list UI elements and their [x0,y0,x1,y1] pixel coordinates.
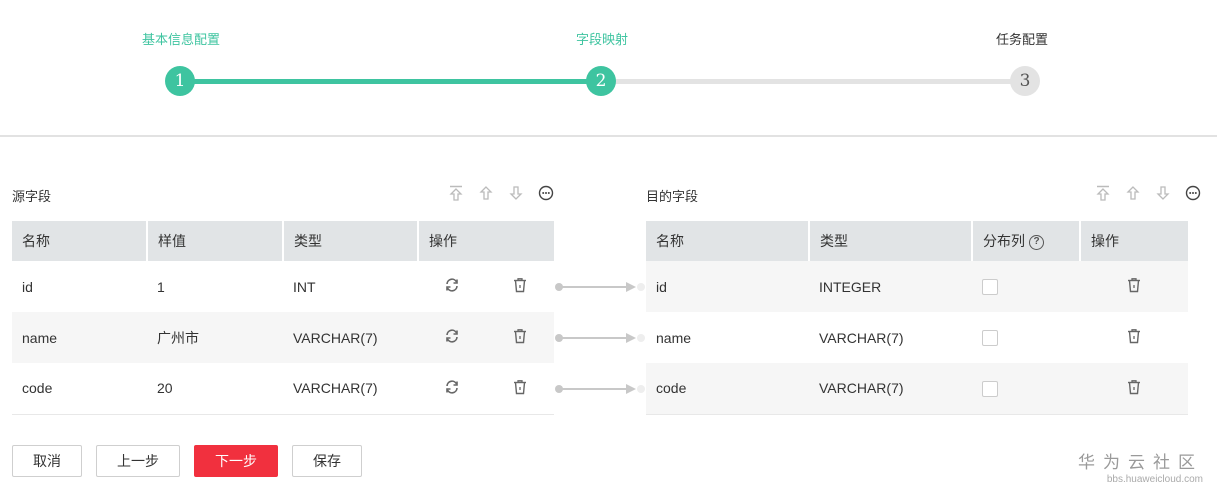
table-row: code VARCHAR(7) [646,363,1188,415]
delete-icon[interactable] [1126,328,1142,347]
column-header-name: 名称 [646,221,810,261]
table-row: code 20 VARCHAR(7) [12,363,554,415]
field-name: name [12,312,147,363]
prev-step-button[interactable]: 上一步 [96,445,180,477]
column-header-actions: 操作 [1080,221,1188,261]
next-step-button[interactable]: 下一步 [194,445,278,477]
table-row: id INTEGER [646,261,1188,312]
step-1-label: 基本信息配置 [141,32,221,47]
column-header-actions: 操作 [418,221,554,261]
delete-icon[interactable] [1126,277,1142,296]
delete-icon[interactable] [512,379,528,398]
field-name: name [656,329,692,346]
move-top-icon[interactable] [1094,184,1112,202]
source-fields-table: 名称 样值 类型 操作 id 1 INT name 广州市 VARCHAR(7) [12,221,554,415]
field-sample: 广州市 [147,312,283,363]
mapping-connector[interactable] [554,332,646,344]
watermark: 华为云社区 bbs.huaweicloud.com [1078,448,1203,485]
delete-icon[interactable] [512,328,528,347]
column-header-sample: 样值 [147,221,284,261]
move-down-icon[interactable] [1154,184,1172,202]
field-name: code [12,363,147,415]
delete-icon[interactable] [512,277,528,296]
watermark-url: bbs.huaweicloud.com [1106,474,1203,485]
table-row: name VARCHAR(7) [646,312,1188,363]
field-type: VARCHAR(7) [283,363,418,415]
convert-icon[interactable] [444,328,460,347]
step-progress-remaining [601,79,1025,84]
field-name: id [22,278,33,295]
field-type: VARCHAR(7) [283,312,418,363]
target-toolbar [1094,184,1202,202]
mapping-connector[interactable] [554,383,646,395]
watermark-title: 华为云社区 [1078,453,1203,472]
step-2-dot[interactable]: 2 [586,66,616,96]
field-type: VARCHAR(7) [809,363,972,415]
convert-icon[interactable] [444,277,460,296]
column-header-name: 名称 [12,221,148,261]
cancel-button[interactable]: 取消 [12,445,82,477]
move-top-icon[interactable] [447,184,465,202]
move-up-icon[interactable] [477,184,495,202]
save-button[interactable]: 保存 [292,445,362,477]
target-fields-table: 名称 类型 分布列? 操作 id INTEGER name VARCHAR(7)… [646,221,1188,415]
field-type: VARCHAR(7) [819,329,904,346]
step-3-dot[interactable]: 3 [1010,66,1040,96]
distribution-checkbox[interactable] [982,279,998,296]
delete-icon[interactable] [1126,379,1142,398]
step-1-dot[interactable]: 1 [165,66,195,96]
table-row: name 广州市 VARCHAR(7) [12,312,554,363]
step-2-label: 字段映射 [575,32,629,47]
table-row: id 1 INT [12,261,554,312]
source-toolbar [447,184,555,202]
target-fields-title: 目的字段 [646,189,699,204]
table-header-row: 名称 样值 类型 操作 [12,221,554,261]
distribution-checkbox[interactable] [982,330,998,347]
table-header-row: 名称 类型 分布列? 操作 [646,221,1188,261]
help-icon[interactable]: ? [1029,234,1044,250]
more-icon[interactable] [1184,184,1202,202]
convert-icon[interactable] [444,379,460,398]
field-type: INTEGER [809,261,972,312]
field-name: id [646,261,809,312]
column-header-type: 类型 [809,221,973,261]
distribution-checkbox[interactable] [982,380,998,397]
move-up-icon[interactable] [1124,184,1142,202]
field-sample: 1 [157,278,165,295]
wizard-stepper: 基本信息配置 字段映射 任务配置 1 2 3 [0,0,1217,137]
field-name: code [646,363,809,415]
column-header-distribution: 分布列? [972,221,1081,261]
field-sample: 20 [147,363,283,415]
step-3-label: 任务配置 [995,32,1049,47]
column-header-type: 类型 [283,221,419,261]
wizard-footer: 取消 上一步 下一步 保存 [12,445,362,477]
step-progress-done [180,79,601,84]
source-fields-title: 源字段 [12,189,52,204]
mapping-connector[interactable] [554,281,646,293]
distribution-label: 分布列 [983,233,1025,249]
field-type: INT [293,278,316,295]
move-down-icon[interactable] [507,184,525,202]
more-icon[interactable] [537,184,555,202]
